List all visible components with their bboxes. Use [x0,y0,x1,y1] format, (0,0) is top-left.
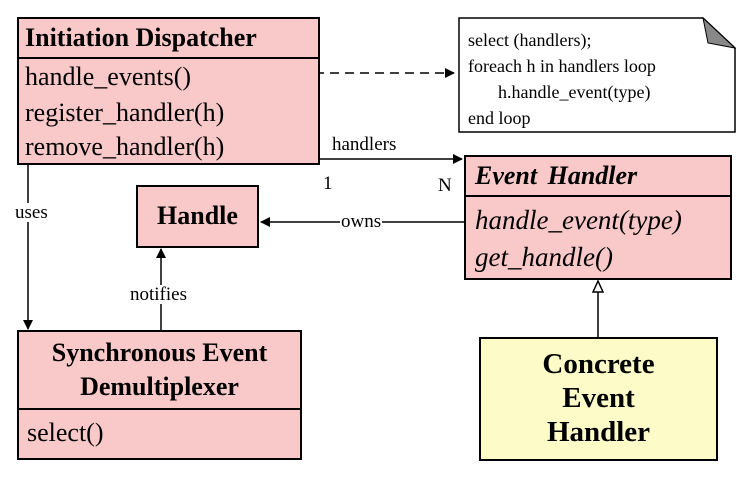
concrete-title-line-1: Concrete [542,348,655,380]
method-select: select() [27,418,104,447]
demultiplexer-title-line-1: Synchronous Event [51,338,268,367]
method-get-handle: get_handle() [475,242,613,272]
note-line-4: end loop [468,108,531,128]
note-line-2: foreach h in handlers loop [468,56,656,76]
multiplicity-n: N [438,175,452,196]
event-handler-title: Event Handler [466,157,730,197]
method-handle-event: handle_event(type) [475,205,682,235]
concrete-title-line-2: Event [562,382,635,414]
note-line-3: h.handle_event(type) [498,82,651,102]
demultiplexer-title: Synchronous Event Demultiplexer [19,332,300,410]
handlers-label: handlers [332,134,397,155]
initiation-dispatcher-title: Initiation Dispatcher [19,19,318,59]
concrete-event-handler-title: Concrete Event Handler [481,339,716,449]
method-handle-events: handle_events() [25,62,192,91]
concrete-title-line-3: Handler [546,416,651,448]
demultiplexer-class: Synchronous Event Demultiplexer select() [17,330,302,460]
initiation-dispatcher-methods: handle_events() register_handler(h) remo… [19,59,318,164]
initiation-dispatcher-class: Initiation Dispatcher handle_events() re… [17,17,320,165]
method-register-handler: register_handler(h) [25,98,225,127]
uses-label: uses [14,202,49,223]
note-box: select (handlers); foreach h in handlers… [458,17,736,133]
demultiplexer-title-line-2: Demultiplexer [80,372,239,401]
notifies-label: notifies [128,284,189,305]
note-outline [458,17,736,133]
handle-title: Handle [157,201,238,230]
event-handler-methods: handle_event(type) get_handle() [466,197,730,275]
concrete-event-handler-class: Concrete Event Handler [479,337,718,461]
multiplicity-one: 1 [323,173,333,194]
handle-class: Handle [136,185,259,248]
inheritance-triangle [591,279,605,293]
note-line-1: select (handlers); [468,30,592,50]
method-remove-handler: remove_handler(h) [25,132,225,161]
owns-label: owns [340,211,383,232]
event-handler-class: Event Handler handle_event(type) get_han… [464,155,732,280]
